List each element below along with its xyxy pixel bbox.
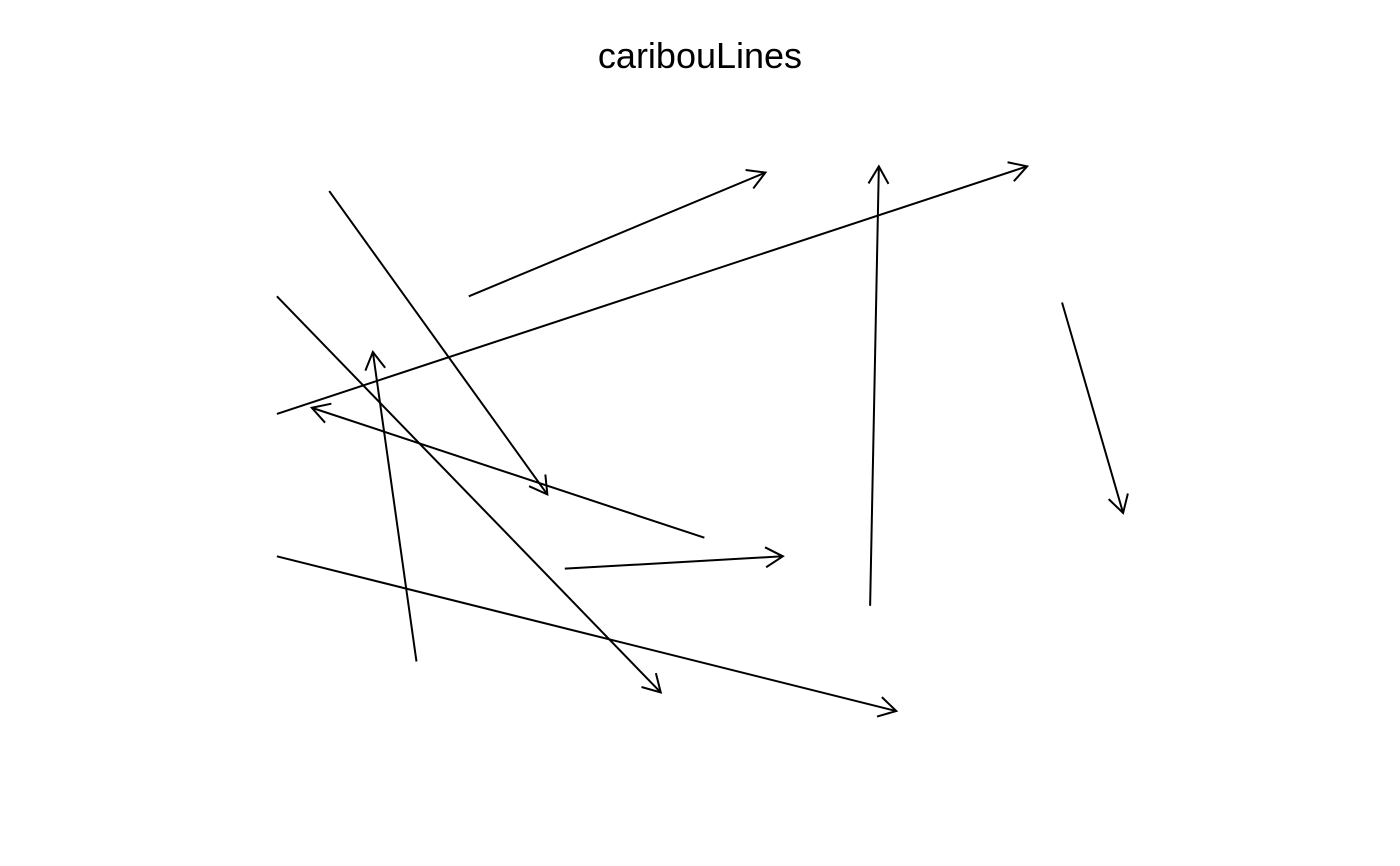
arrow-head bbox=[528, 474, 549, 497]
arrow-head bbox=[364, 350, 386, 371]
arrow-8 bbox=[309, 402, 705, 539]
arrow-shaft bbox=[276, 295, 662, 694]
arrow-layer bbox=[276, 161, 1129, 718]
arrow-7 bbox=[364, 350, 418, 662]
arrow-head bbox=[641, 672, 663, 694]
arrow-head bbox=[309, 402, 332, 424]
arrow-2 bbox=[468, 168, 768, 298]
arrow-shaft bbox=[276, 555, 897, 713]
arrow-head bbox=[1007, 161, 1030, 182]
arrow-shaft bbox=[564, 555, 783, 570]
arrow-shaft bbox=[328, 190, 549, 495]
arrow-shaft bbox=[371, 351, 418, 662]
arrow-4 bbox=[276, 161, 1030, 415]
arrow-5 bbox=[1061, 302, 1129, 515]
arrow-10 bbox=[564, 546, 785, 570]
chart-title: caribouLines bbox=[597, 35, 803, 76]
arrow-head bbox=[764, 546, 785, 569]
arrow-shaft bbox=[869, 166, 880, 606]
arrow-head bbox=[876, 696, 899, 718]
arrow-9 bbox=[276, 555, 899, 718]
arrow-shaft bbox=[468, 171, 766, 298]
arrow-shaft bbox=[311, 406, 705, 539]
arrow-1 bbox=[328, 190, 549, 497]
arrow-head bbox=[867, 164, 890, 185]
arrow-shaft bbox=[1061, 302, 1125, 514]
arrow-shaft bbox=[276, 165, 1028, 415]
arrow-3 bbox=[867, 164, 890, 606]
arrow-head bbox=[1107, 493, 1129, 515]
arrow-head bbox=[745, 168, 768, 190]
arrow-6 bbox=[276, 295, 663, 694]
